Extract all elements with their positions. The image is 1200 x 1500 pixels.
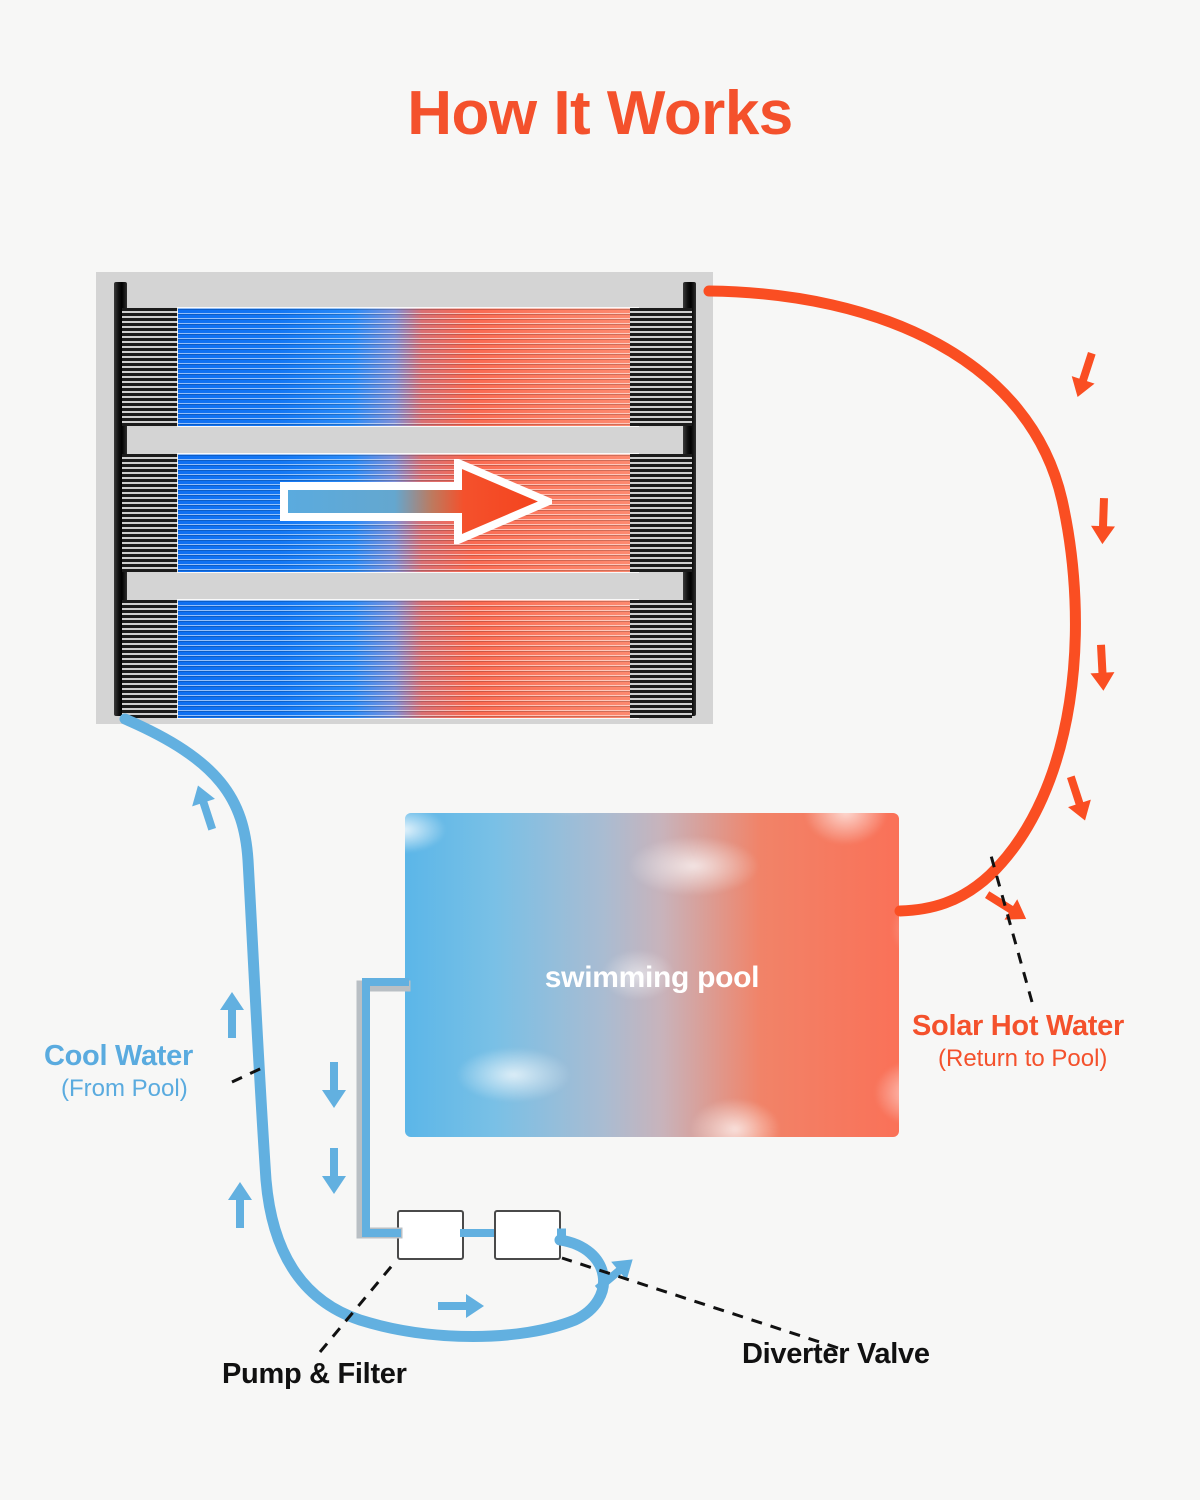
tube-bundle-right	[630, 454, 692, 572]
tube-bundle-left	[122, 600, 184, 718]
cool-water-title: Cool Water	[44, 1040, 193, 1072]
cool-water-subtitle: (From Pool)	[61, 1075, 188, 1102]
diverter-valve-title: Diverter Valve	[742, 1338, 930, 1370]
collector-row	[122, 600, 692, 718]
pump-filter-title: Pump & Filter	[222, 1358, 407, 1390]
collector-row	[122, 308, 692, 426]
tube-bundle-left	[122, 454, 184, 572]
swimming-pool-image: swimming pool	[405, 813, 899, 1137]
solar-collector-panel	[96, 272, 713, 724]
pump-filter-callout: Pump & Filter	[222, 1358, 407, 1391]
solar-hot-water-subtitle: (Return to Pool)	[938, 1045, 1108, 1072]
absorber-strip	[178, 600, 638, 718]
diverter-valve-callout: Diverter Valve	[742, 1338, 930, 1371]
pool-label: swimming pool	[544, 961, 760, 994]
cool-water-callout: Cool Water (From Pool)	[44, 1040, 193, 1103]
filter-box[interactable]	[494, 1210, 561, 1260]
pool-suction-pipe-shadow	[356, 980, 411, 1239]
absorber-strip	[178, 308, 638, 426]
tube-bundle-right	[630, 600, 692, 718]
hot-flow-arrow-icon	[985, 352, 1116, 920]
flow-direction-arrow-icon	[280, 459, 552, 544]
tube-bundle-left	[122, 308, 184, 426]
pump-box[interactable]	[397, 1210, 464, 1260]
pool-suction-pipe	[362, 978, 409, 1237]
tube-bundle-right	[630, 308, 692, 426]
page-title: How It Works	[407, 79, 793, 148]
collector-row	[122, 454, 692, 572]
solar-hot-water-title: Solar Hot Water	[912, 1010, 1124, 1042]
solar-hot-water-callout: Solar Hot Water (Return to Pool)	[912, 1010, 1124, 1073]
